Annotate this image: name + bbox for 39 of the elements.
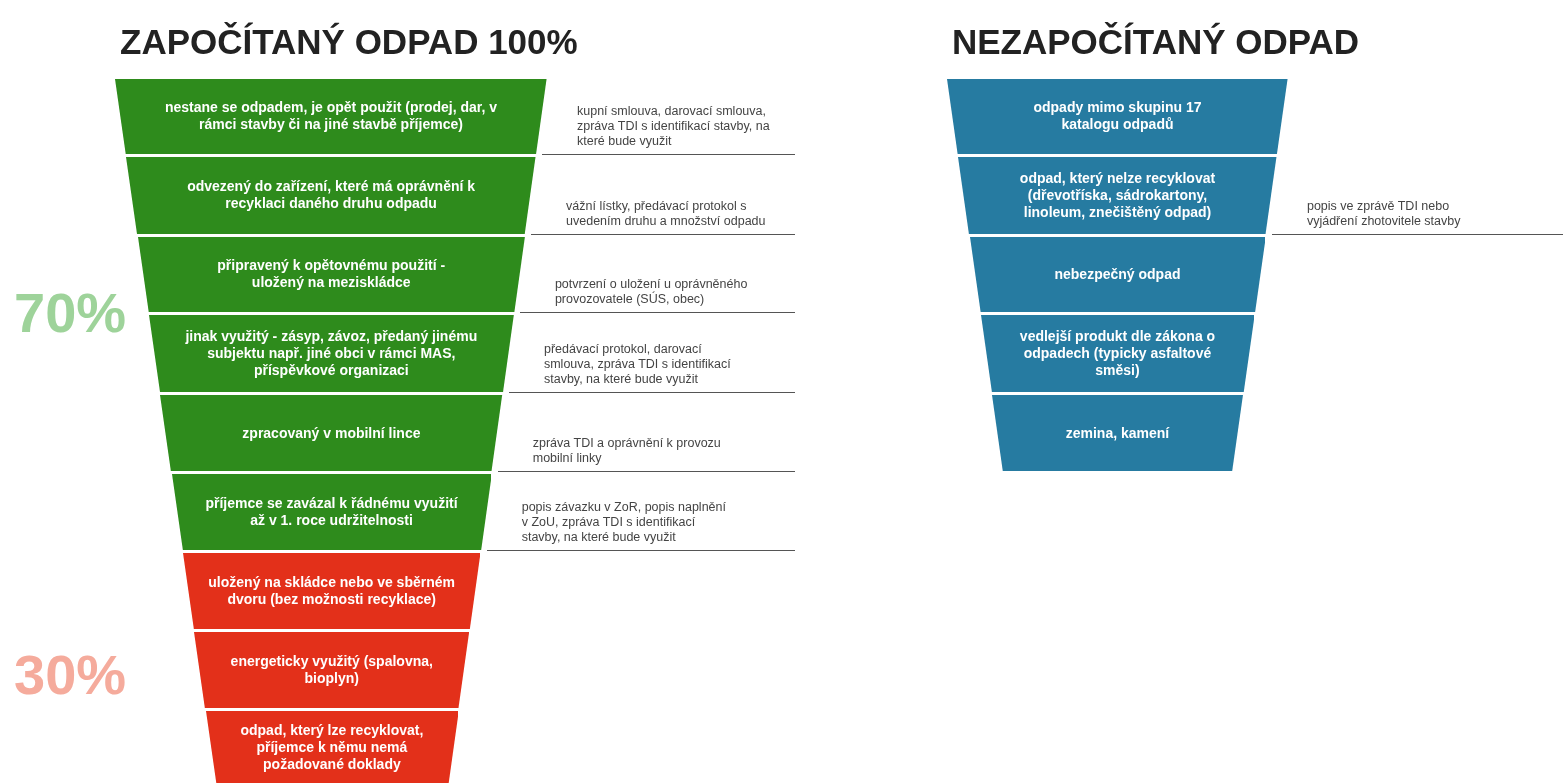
funnel-band — [126, 156, 536, 234]
band-label: jinak využitý - zásyp, závoz, předaný jinému subjektu např. jiné obci v rámci MAS, příspěvkové organizaci — [184, 327, 479, 379]
band-label: připravený k opětovnému použití - uložený na meziskládce — [216, 257, 447, 291]
document-note: předávací protokol, darovací smlouva, zpráva TDI s identifikací stavby, na které bude využit — [543, 342, 732, 387]
document-note: popis závazku v ZoR, popis naplnění v ZoU, zpráva TDI s identifikací stavby, na které bude využit — [521, 500, 727, 545]
funnel-band — [137, 236, 525, 312]
funnel-band — [958, 156, 1277, 234]
band-label: energeticky využitý (spalovna, bioplyn) — [229, 652, 434, 687]
document-note: zpráva TDI a oprávnění k provozu mobilní linky — [532, 436, 722, 466]
band-label: odpad, který lze recyklovat, příjemce k němu nemá požadované doklady — [239, 721, 425, 772]
funnel-band — [194, 631, 470, 708]
band-label: zemina, kamení — [1064, 424, 1171, 441]
band-label: odpady mimo skupinu 17 katalogu odpadů — [1032, 99, 1203, 133]
funnel-band — [115, 78, 547, 154]
band-label: zpracovaný v mobilní lince — [241, 424, 422, 441]
funnel-band — [992, 394, 1243, 471]
funnel-band — [969, 236, 1266, 312]
funnel-band — [980, 314, 1255, 392]
heading: NEZAPOČÍTANÝ ODPAD — [952, 22, 1360, 62]
funnel-band — [171, 473, 492, 550]
band-label: odvezený do zařízení, které má oprávnění k recyklaci daného druhu odpadu — [186, 178, 477, 212]
funnel-band — [148, 314, 514, 392]
percentage-label: 30% — [14, 642, 127, 707]
document-note: kupní smlouva, darovací smlouva, zpráva TDI s identifikací stavby, na které bude využit — [577, 104, 771, 149]
funnel-band — [205, 710, 459, 783]
band-label: nebezpečný odpad — [1053, 265, 1182, 283]
band-label: uložený na skládce nebo ve sběrném dvoru (bez možnosti recyklace) — [207, 573, 456, 608]
band-label: nestane se odpadem, je opět použit (prodej, dar, v rámci stavby či na jiné stavbě příjemce) — [163, 99, 499, 133]
document-note: potvrzení o uložení u oprávněného provozovatele (SÚS, obec) — [554, 277, 749, 307]
band-label: vedlejší produkt dle zákona o odpadech (typicky asfaltové směsi) — [1018, 327, 1217, 379]
document-note: vážní lístky, předávací protokol s uvedením druhu a množství odpadu — [566, 199, 767, 229]
funnel-band — [182, 552, 481, 629]
document-note: popis ve zprávě TDI nebo vyjádření zhotovitele stavby — [1306, 199, 1462, 229]
funnel-band — [947, 78, 1288, 154]
band-label: odpad, který nelze recyklovat (dřevotříska, sádrokartony, linoleum, znečištěný odpad) — [1018, 169, 1217, 221]
funnel-band — [160, 394, 503, 471]
percentage-label: 70% — [14, 280, 127, 345]
heading: ZAPOČÍTANÝ ODPAD 100% — [120, 22, 578, 62]
band-label: příjemce se zavázal k řádnému využití až v 1. roce udržitelnosti — [204, 494, 459, 529]
